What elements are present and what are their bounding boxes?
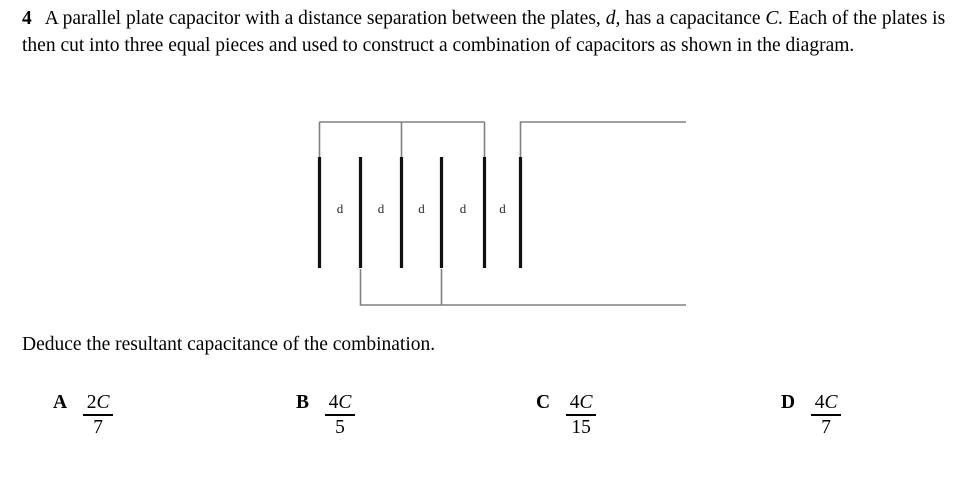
plates-group <box>317 157 523 268</box>
option-a-denominator: 7 <box>93 416 103 438</box>
bottom-wire-group <box>359 269 686 306</box>
option-d-numerator: 4C <box>812 392 841 414</box>
option-a-value: 2C 7 <box>83 392 114 438</box>
option-b-numerator-symbol: C <box>338 392 352 413</box>
gap-label-3: d <box>418 201 425 216</box>
option-b-numerator: 4C <box>326 392 355 414</box>
option-a[interactable]: A 2C 7 <box>53 392 114 438</box>
option-a-numerator-symbol: C <box>96 392 110 413</box>
capacitor-circuit-diagram: d d d d d <box>0 108 967 323</box>
option-c-denominator: 15 <box>571 416 591 438</box>
option-a-fraction-bar <box>83 414 114 416</box>
question-text-part3: Each of the plates is then cut into thre… <box>22 8 946 56</box>
option-c-numerator: 4C <box>567 392 596 414</box>
option-c-fraction-bar <box>566 414 597 416</box>
option-c-numerator-coefficient: 4 <box>569 392 580 413</box>
question-number: 4 <box>22 8 32 29</box>
gap-label-5: d <box>499 201 506 216</box>
option-d-letter: D <box>781 392 796 413</box>
option-d-value: 4C 7 <box>811 392 842 438</box>
option-a-numerator: 2C <box>84 392 113 414</box>
option-d-numerator-symbol: C <box>824 392 838 413</box>
gap-label-1: d <box>337 201 344 216</box>
top-wire-group <box>318 121 486 158</box>
option-d-numerator-coefficient: 4 <box>814 392 825 413</box>
option-b[interactable]: B 4C 5 <box>296 392 356 438</box>
option-c-letter: C <box>536 392 551 413</box>
option-b-value: 4C 5 <box>325 392 356 438</box>
question-stem: 4 A parallel plate capacitor with a dista… <box>22 6 947 59</box>
option-c-value: 4C 15 <box>566 392 597 438</box>
option-a-letter: A <box>53 392 68 413</box>
bottom-bus-wire <box>359 269 686 306</box>
option-b-fraction-bar <box>325 414 356 416</box>
option-c-numerator-symbol: C <box>579 392 593 413</box>
option-d[interactable]: D 4C 7 <box>781 392 842 438</box>
terminal-wire-top <box>519 121 686 158</box>
symbol-d: d, <box>605 8 621 29</box>
option-c[interactable]: C 4C 15 <box>536 392 597 438</box>
symbol-c: C. <box>765 8 784 29</box>
option-a-numerator-coefficient: 2 <box>86 392 97 413</box>
right-terminal-wire-group <box>519 121 686 158</box>
gap-label-2: d <box>378 201 385 216</box>
gap-label-4: d <box>460 201 467 216</box>
question-text-part1: A parallel plate capacitor with a distan… <box>44 8 606 29</box>
option-d-denominator: 7 <box>821 416 831 438</box>
option-b-denominator: 5 <box>335 416 345 438</box>
instruction-text: Deduce the resultant capacitance of the … <box>22 334 436 355</box>
option-b-letter: B <box>296 392 310 413</box>
option-b-numerator-coefficient: 4 <box>328 392 339 413</box>
option-d-fraction-bar <box>811 414 842 416</box>
answer-options-row: A 2C 7 B 4C 5 C 4C 15 D 4C 7 <box>0 392 967 472</box>
question-text-part2: has a capacitance <box>620 8 766 29</box>
